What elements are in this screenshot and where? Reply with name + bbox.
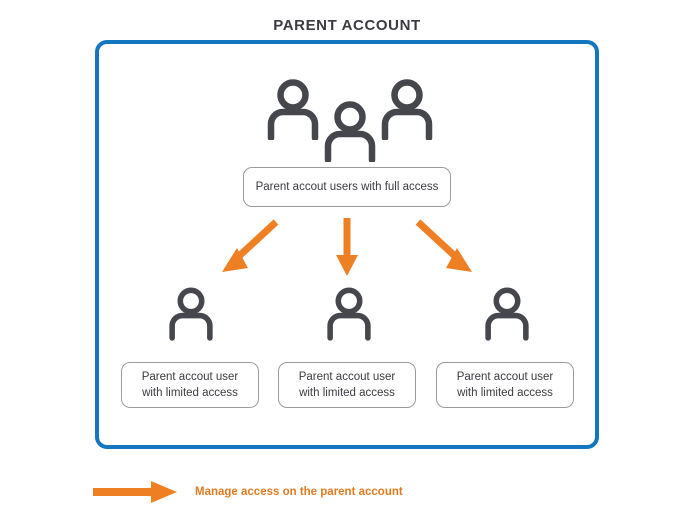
- limited-access-label-box-3: Parent accout user with limited access: [436, 362, 574, 408]
- limited-access-line-3a: Parent accout user: [456, 371, 554, 383]
- page-title: PARENT ACCOUNT: [273, 17, 421, 34]
- limited-access-label-box-2: Parent accout user with limited access: [278, 362, 416, 408]
- limited-access-line-3b: with limited access: [457, 387, 553, 399]
- three-users-icon: [265, 78, 435, 162]
- limited-access-label-text-1: Parent accout user with limited access: [142, 369, 239, 401]
- limited-access-line-2b: with limited access: [299, 387, 395, 399]
- user-icon-child-2: [325, 285, 373, 341]
- limited-access-line-2a: Parent accout user: [298, 371, 396, 383]
- limited-access-label-box-1: Parent accout user with limited access: [121, 362, 259, 408]
- limited-access-line-1a: Parent accout user: [141, 371, 239, 383]
- legend: Manage access on the parent account: [93, 480, 403, 504]
- right-arrow-icon: [93, 481, 177, 503]
- user-icon-center: [322, 100, 378, 162]
- user-icon-right: [379, 78, 435, 140]
- user-icon-left: [265, 78, 321, 140]
- legend-label: Manage access on the parent account: [195, 486, 403, 498]
- user-icon-child-1: [167, 285, 215, 341]
- limited-access-label-text-2: Parent accout user with limited access: [299, 369, 396, 401]
- full-access-label-text: Parent accout users with full access: [255, 181, 439, 193]
- limited-access-line-1b: with limited access: [142, 387, 238, 399]
- full-access-label-box: Parent accout users with full access: [243, 167, 451, 207]
- limited-access-label-text-3: Parent accout user with limited access: [457, 369, 554, 401]
- user-icon-child-3: [483, 285, 531, 341]
